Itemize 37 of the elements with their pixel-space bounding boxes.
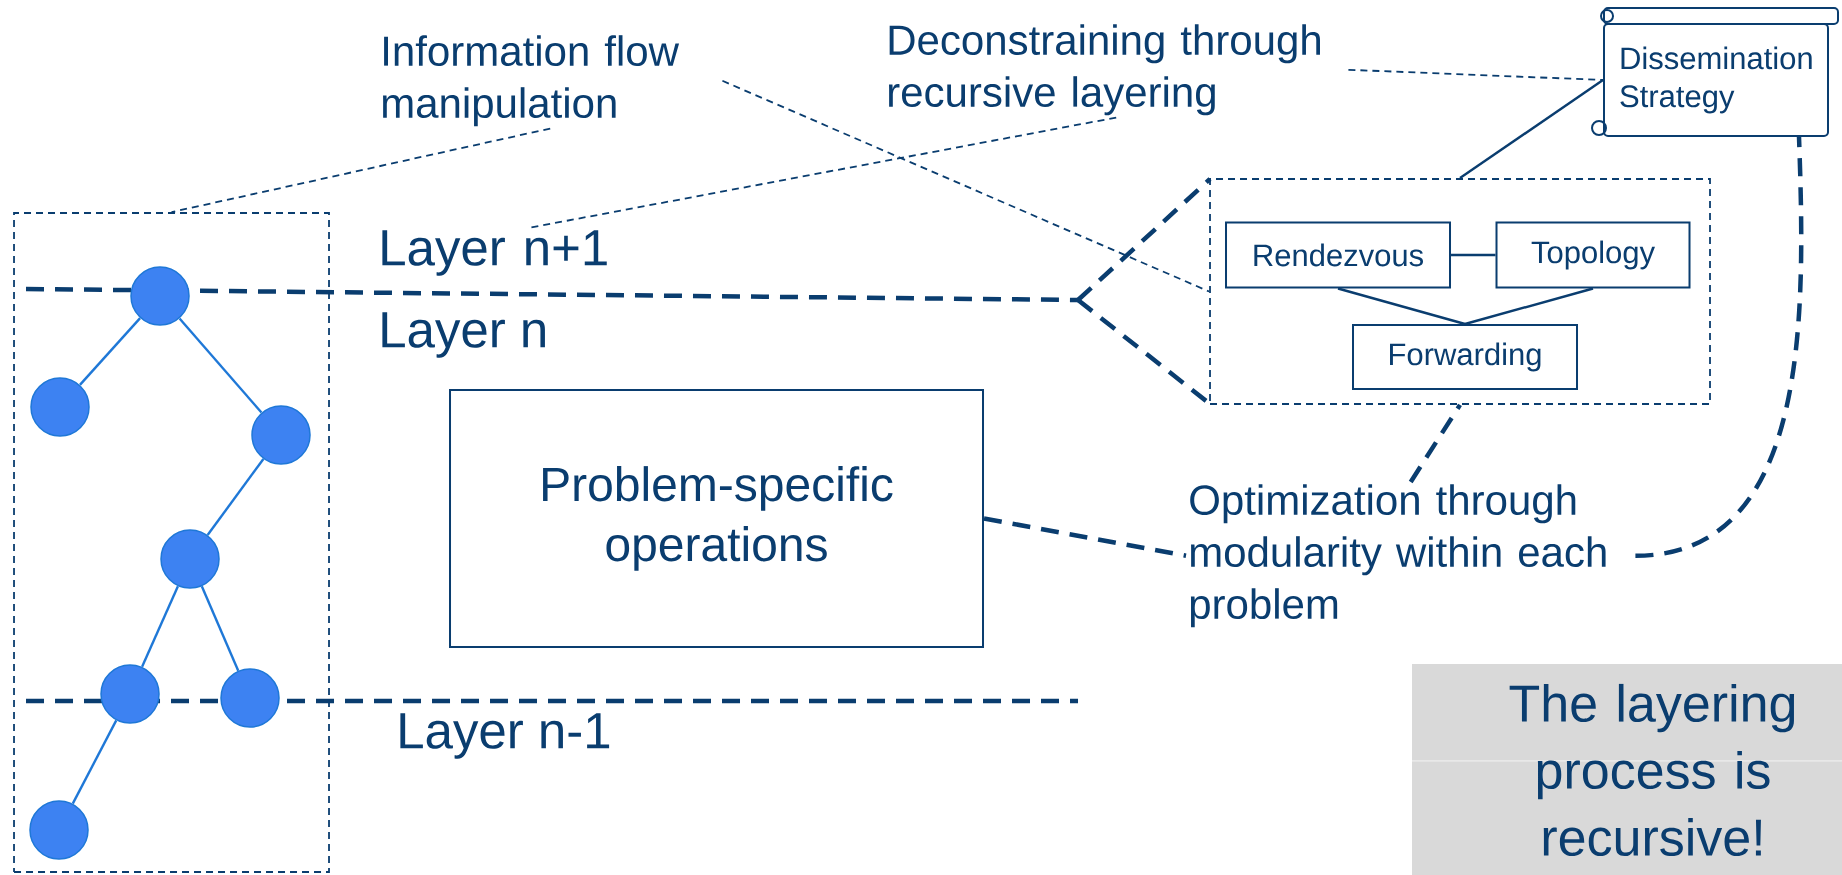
- dashed-connector: [1635, 136, 1804, 558]
- tree-node-circle: [130, 266, 190, 326]
- connector-line: [141, 585, 180, 668]
- connector-line: [200, 585, 240, 672]
- tree-node-circle: [29, 800, 89, 860]
- module-box: Rendezvous: [1225, 221, 1451, 289]
- connector-line: [71, 719, 118, 805]
- dashed-frame: [1209, 178, 1711, 405]
- tree-node-circle: [160, 529, 220, 589]
- annotation-text: Deconstraining through recursive layering: [889, 24, 1320, 116]
- leader-line: [1347, 68, 1604, 81]
- connector-line: [79, 317, 141, 386]
- connector-line: [206, 458, 265, 536]
- dashed-frame: [13, 212, 330, 873]
- layer-label: Layer n: [382, 312, 545, 358]
- connector-line: [1464, 287, 1594, 326]
- dashed-connector: [1408, 403, 1462, 484]
- leader-line: [170, 127, 552, 213]
- connector-line: [1451, 253, 1496, 257]
- module-box: Forwarding: [1352, 324, 1578, 390]
- annotation-text: Information flow manipulation: [383, 35, 680, 127]
- connector-line: [178, 317, 263, 414]
- note-panel: The layering process is recursive!: [1411, 664, 1842, 875]
- annotation-text: Optimization through modularity within each problem: [1190, 484, 1606, 628]
- layer-label: Layer n+1: [382, 230, 607, 276]
- connector-line: [1459, 79, 1604, 180]
- layer-label: Layer n-1: [400, 713, 610, 759]
- scroll-box: Dissemination Strategy: [1591, 7, 1839, 137]
- leader-line: [721, 79, 1210, 293]
- tree-node-circle: [251, 405, 311, 465]
- tree-node-circle: [220, 668, 280, 728]
- connector-line: [1337, 287, 1466, 326]
- process-box: Problem-specific operations: [449, 389, 984, 648]
- dashed-connector: [983, 516, 1187, 558]
- module-box: Topology: [1495, 221, 1691, 289]
- tree-node-circle: [100, 664, 160, 724]
- tree-node-circle: [30, 377, 90, 437]
